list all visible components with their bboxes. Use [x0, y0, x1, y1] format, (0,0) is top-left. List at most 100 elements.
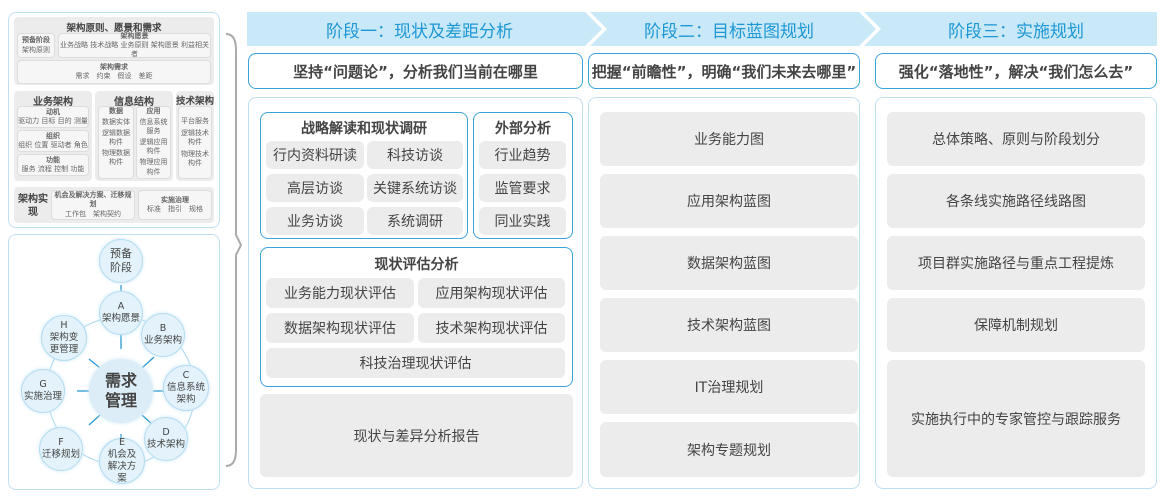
- phase-3-panel: 总体策略、原则与阶段划分 各条线实施路径线路图 项目群实施路径与重点工程提炼 保…: [875, 97, 1157, 489]
- item: 科技治理现状评估: [266, 348, 565, 378]
- section-title: 架构原则、愿景和需求: [66, 23, 162, 34]
- governance-box: 实施治理标准 指引 规格: [138, 190, 212, 220]
- label: 平台服务: [181, 116, 209, 125]
- label: A: [117, 301, 125, 313]
- label: 逻辑数据构件: [102, 129, 130, 147]
- phase-1-subtitle: 坚持“问题论”，分析我们当前在哪里: [248, 53, 583, 89]
- requirements-management-hub: 需求管理: [89, 359, 153, 423]
- phase-1-panel: 战略解读和现状调研 行内资料研读 科技访谈 高层访谈 关键系统访谈 业务访谈 系…: [248, 97, 583, 489]
- label: 技术架构: [146, 439, 185, 450]
- item: 数据架构蓝图: [600, 236, 858, 290]
- item: 总体策略、原则与阶段划分: [887, 112, 1145, 166]
- item: 行内资料研读: [266, 141, 364, 169]
- label: 驱动力 目标 目的 测量: [18, 117, 88, 125]
- label: 信息系统架构: [166, 382, 205, 405]
- item: 技术架构现状评估: [418, 313, 565, 343]
- report-box: 现状与差异分析报告: [260, 394, 573, 477]
- label: G: [39, 379, 47, 391]
- label: E: [118, 437, 125, 449]
- label: 实施治理: [23, 391, 62, 402]
- label: 架构需求: [100, 62, 128, 71]
- label: 物理技术构件: [181, 150, 209, 168]
- label: 需求 约束 假设 差距: [75, 72, 153, 80]
- label: 机会及解决方案: [107, 449, 137, 484]
- phase-arrows: [247, 12, 1157, 46]
- item: 架构专题规划: [600, 422, 858, 477]
- data-box: 数据数据实体逻辑数据构件物理数据构件: [98, 106, 134, 179]
- label: 业务战略 技术战略 业务原则 架构愿景 利益相关者: [60, 40, 209, 59]
- opportunity-box: 机会及解决方案、迁移规划工作包 架构契约: [51, 190, 135, 220]
- label: 标准 指引 规格: [147, 205, 203, 213]
- phase-2-panel: 业务能力图 应用架构蓝图 数据架构蓝图 技术架构蓝图 IT治理规划 架构专题规划: [588, 97, 860, 489]
- item: IT治理规划: [600, 360, 858, 414]
- item: 实施执行中的专家管控与跟踪服务: [887, 360, 1145, 477]
- item: 同业实践: [479, 207, 566, 235]
- item: 业务访谈: [266, 207, 364, 235]
- phase-3-title: 阶段三：实施规划: [948, 21, 1084, 42]
- label: 架构愿景: [120, 31, 149, 40]
- strategy-group: 战略解读和现状调研 行内资料研读 科技访谈 高层访谈 关键系统访谈 业务访谈 系…: [260, 112, 468, 239]
- biz-box: 动机驱动力 目标 目的 测量: [17, 106, 89, 128]
- node-preliminary: 预备阶段: [99, 239, 143, 283]
- label: 架构实现: [18, 194, 48, 218]
- item: 各条线实施路径线路图: [887, 174, 1145, 228]
- prep-box: 预备阶段架构原则: [17, 33, 55, 58]
- biz-box: 组织组织 位置 驱动者 角色: [17, 130, 89, 152]
- bracket: [225, 33, 242, 467]
- item: 行业趋势: [479, 141, 566, 169]
- phase-1-title: 阶段一：现状及差距分析: [326, 21, 513, 42]
- item: 业务能力现状评估: [266, 278, 414, 308]
- external-group: 外部分析 行业趋势 监管要求 同业实践: [473, 112, 573, 239]
- label: 工作包 架构契约: [65, 209, 121, 218]
- group-title: 现状评估分析: [374, 257, 459, 273]
- label: 逻辑应用构件: [139, 138, 168, 156]
- item: 保障机制规划: [887, 298, 1145, 352]
- label: 应用: [146, 107, 161, 115]
- label: C: [182, 370, 190, 382]
- label: 动机: [46, 107, 60, 116]
- label: 功能: [46, 155, 60, 164]
- togaf-content-panel: 架构原则、愿景和需求 预备阶段架构原则 架构愿景业务战略 技术战略 业务原则 架…: [8, 12, 220, 228]
- label: 业务架构: [143, 335, 182, 346]
- item: 技术架构蓝图: [600, 298, 858, 352]
- label: H: [60, 320, 68, 332]
- label: 数据实体: [102, 118, 130, 127]
- label: 信息结构: [114, 97, 154, 108]
- label: 信息系统服务: [139, 118, 168, 136]
- label: 技术架构: [176, 96, 215, 107]
- item: 高层访谈: [266, 174, 364, 202]
- label: 组织: [46, 131, 60, 140]
- item: 数据架构现状评估: [266, 313, 414, 343]
- label: 逻辑技术构件: [181, 128, 209, 146]
- item: 项目群实施路径与重点工程提炼: [887, 236, 1145, 290]
- label: 组织 位置 驱动者 角色: [18, 141, 88, 149]
- label: 数据: [109, 107, 123, 115]
- label: 物理应用构件: [139, 158, 168, 176]
- label: 机会及解决方案、迁移规划: [54, 191, 132, 209]
- label: 实施治理: [161, 195, 189, 204]
- tech-box: 平台服务逻辑技术构件物理技术构件: [178, 106, 212, 179]
- item: 应用架构蓝图: [600, 174, 858, 228]
- label: 架构变更管理: [49, 332, 79, 355]
- group-title: 战略解读和现状调研: [301, 121, 427, 137]
- label: F: [58, 437, 64, 449]
- item: 监管要求: [479, 174, 566, 202]
- label: 业务架构: [33, 97, 73, 108]
- item: 科技访谈: [367, 141, 463, 169]
- phase-2-subtitle: 把握“前瞻性”，明确“我们未来去哪里”: [588, 53, 860, 89]
- phase-2-title: 阶段二：目标蓝图规划: [644, 21, 814, 42]
- label: D: [162, 427, 170, 439]
- app-box: 应用信息系统服务逻辑应用构件物理应用构件: [136, 106, 171, 179]
- group-title: 外部分析: [495, 121, 551, 137]
- item: 系统调研: [367, 207, 463, 235]
- label: 预备阶段: [22, 36, 50, 45]
- label: 物理数据构件: [102, 149, 130, 167]
- label: B: [159, 323, 167, 335]
